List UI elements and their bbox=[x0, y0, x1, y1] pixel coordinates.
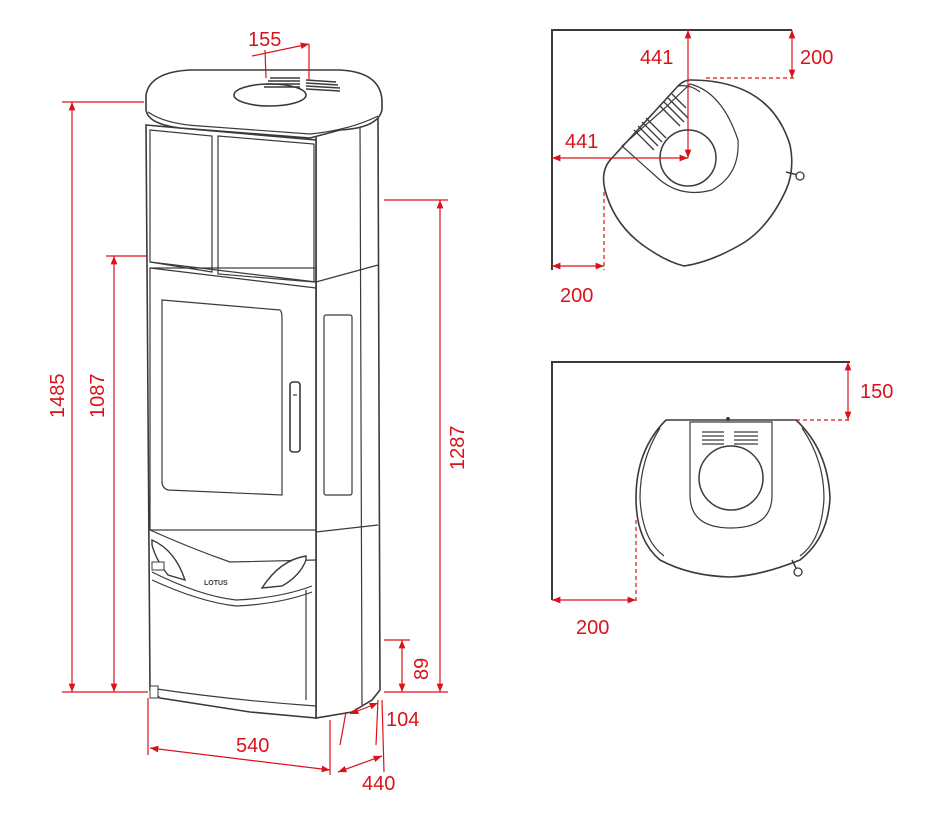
dim-inlet-height: 89 bbox=[411, 658, 433, 680]
dim-corner-flue-horizontal: 441 bbox=[565, 131, 598, 153]
upper-tile-left bbox=[149, 129, 213, 273]
front-dimensions bbox=[62, 42, 448, 775]
wall-dimensions bbox=[552, 362, 852, 604]
corner-walls bbox=[551, 29, 792, 270]
corner-dimensions bbox=[552, 30, 796, 270]
dim-inlet-depth: 104 bbox=[386, 709, 419, 731]
wall-install-view bbox=[551, 361, 850, 600]
stove-side-panel bbox=[315, 117, 381, 719]
corner-flue-collar bbox=[621, 83, 739, 193]
dim-corner-rear-clearance: 200 bbox=[800, 47, 833, 69]
wall-vent-slots bbox=[702, 431, 758, 445]
dim-width: 540 bbox=[236, 735, 269, 757]
wall-lines bbox=[551, 361, 850, 600]
wall-dimension-labels: 150 200 bbox=[576, 381, 893, 639]
dim-flue-height: 1287 bbox=[447, 426, 469, 471]
side-window bbox=[323, 314, 353, 496]
dim-wall-rear-clearance: 150 bbox=[860, 381, 893, 403]
brand-label: LOTUS bbox=[204, 580, 228, 587]
top-vent-grille bbox=[264, 77, 341, 92]
stove-front-view: LOTUS bbox=[145, 69, 383, 719]
wall-flue-circle bbox=[698, 445, 764, 511]
dim-total-height: 1485 bbox=[47, 374, 69, 419]
corner-dimension-labels: 441 441 200 200 bbox=[560, 47, 833, 307]
dim-corner-flue-vertical: 441 bbox=[640, 47, 673, 69]
dim-wall-side-clearance: 200 bbox=[576, 617, 609, 639]
door-handle bbox=[289, 381, 301, 453]
right-air-vent bbox=[260, 555, 307, 589]
left-air-vent bbox=[151, 538, 187, 582]
fire-door bbox=[149, 267, 317, 531]
door-glass bbox=[161, 299, 283, 496]
wall-flue-collar bbox=[689, 421, 773, 529]
dim-flue-width: 155 bbox=[248, 29, 281, 51]
dim-corner-side-clearance: 200 bbox=[560, 285, 593, 307]
front-dimension-labels: 155 1485 1087 1287 89 104 540 440 bbox=[47, 29, 469, 795]
dim-door-height: 1087 bbox=[87, 374, 109, 419]
dim-depth: 440 bbox=[362, 773, 395, 795]
